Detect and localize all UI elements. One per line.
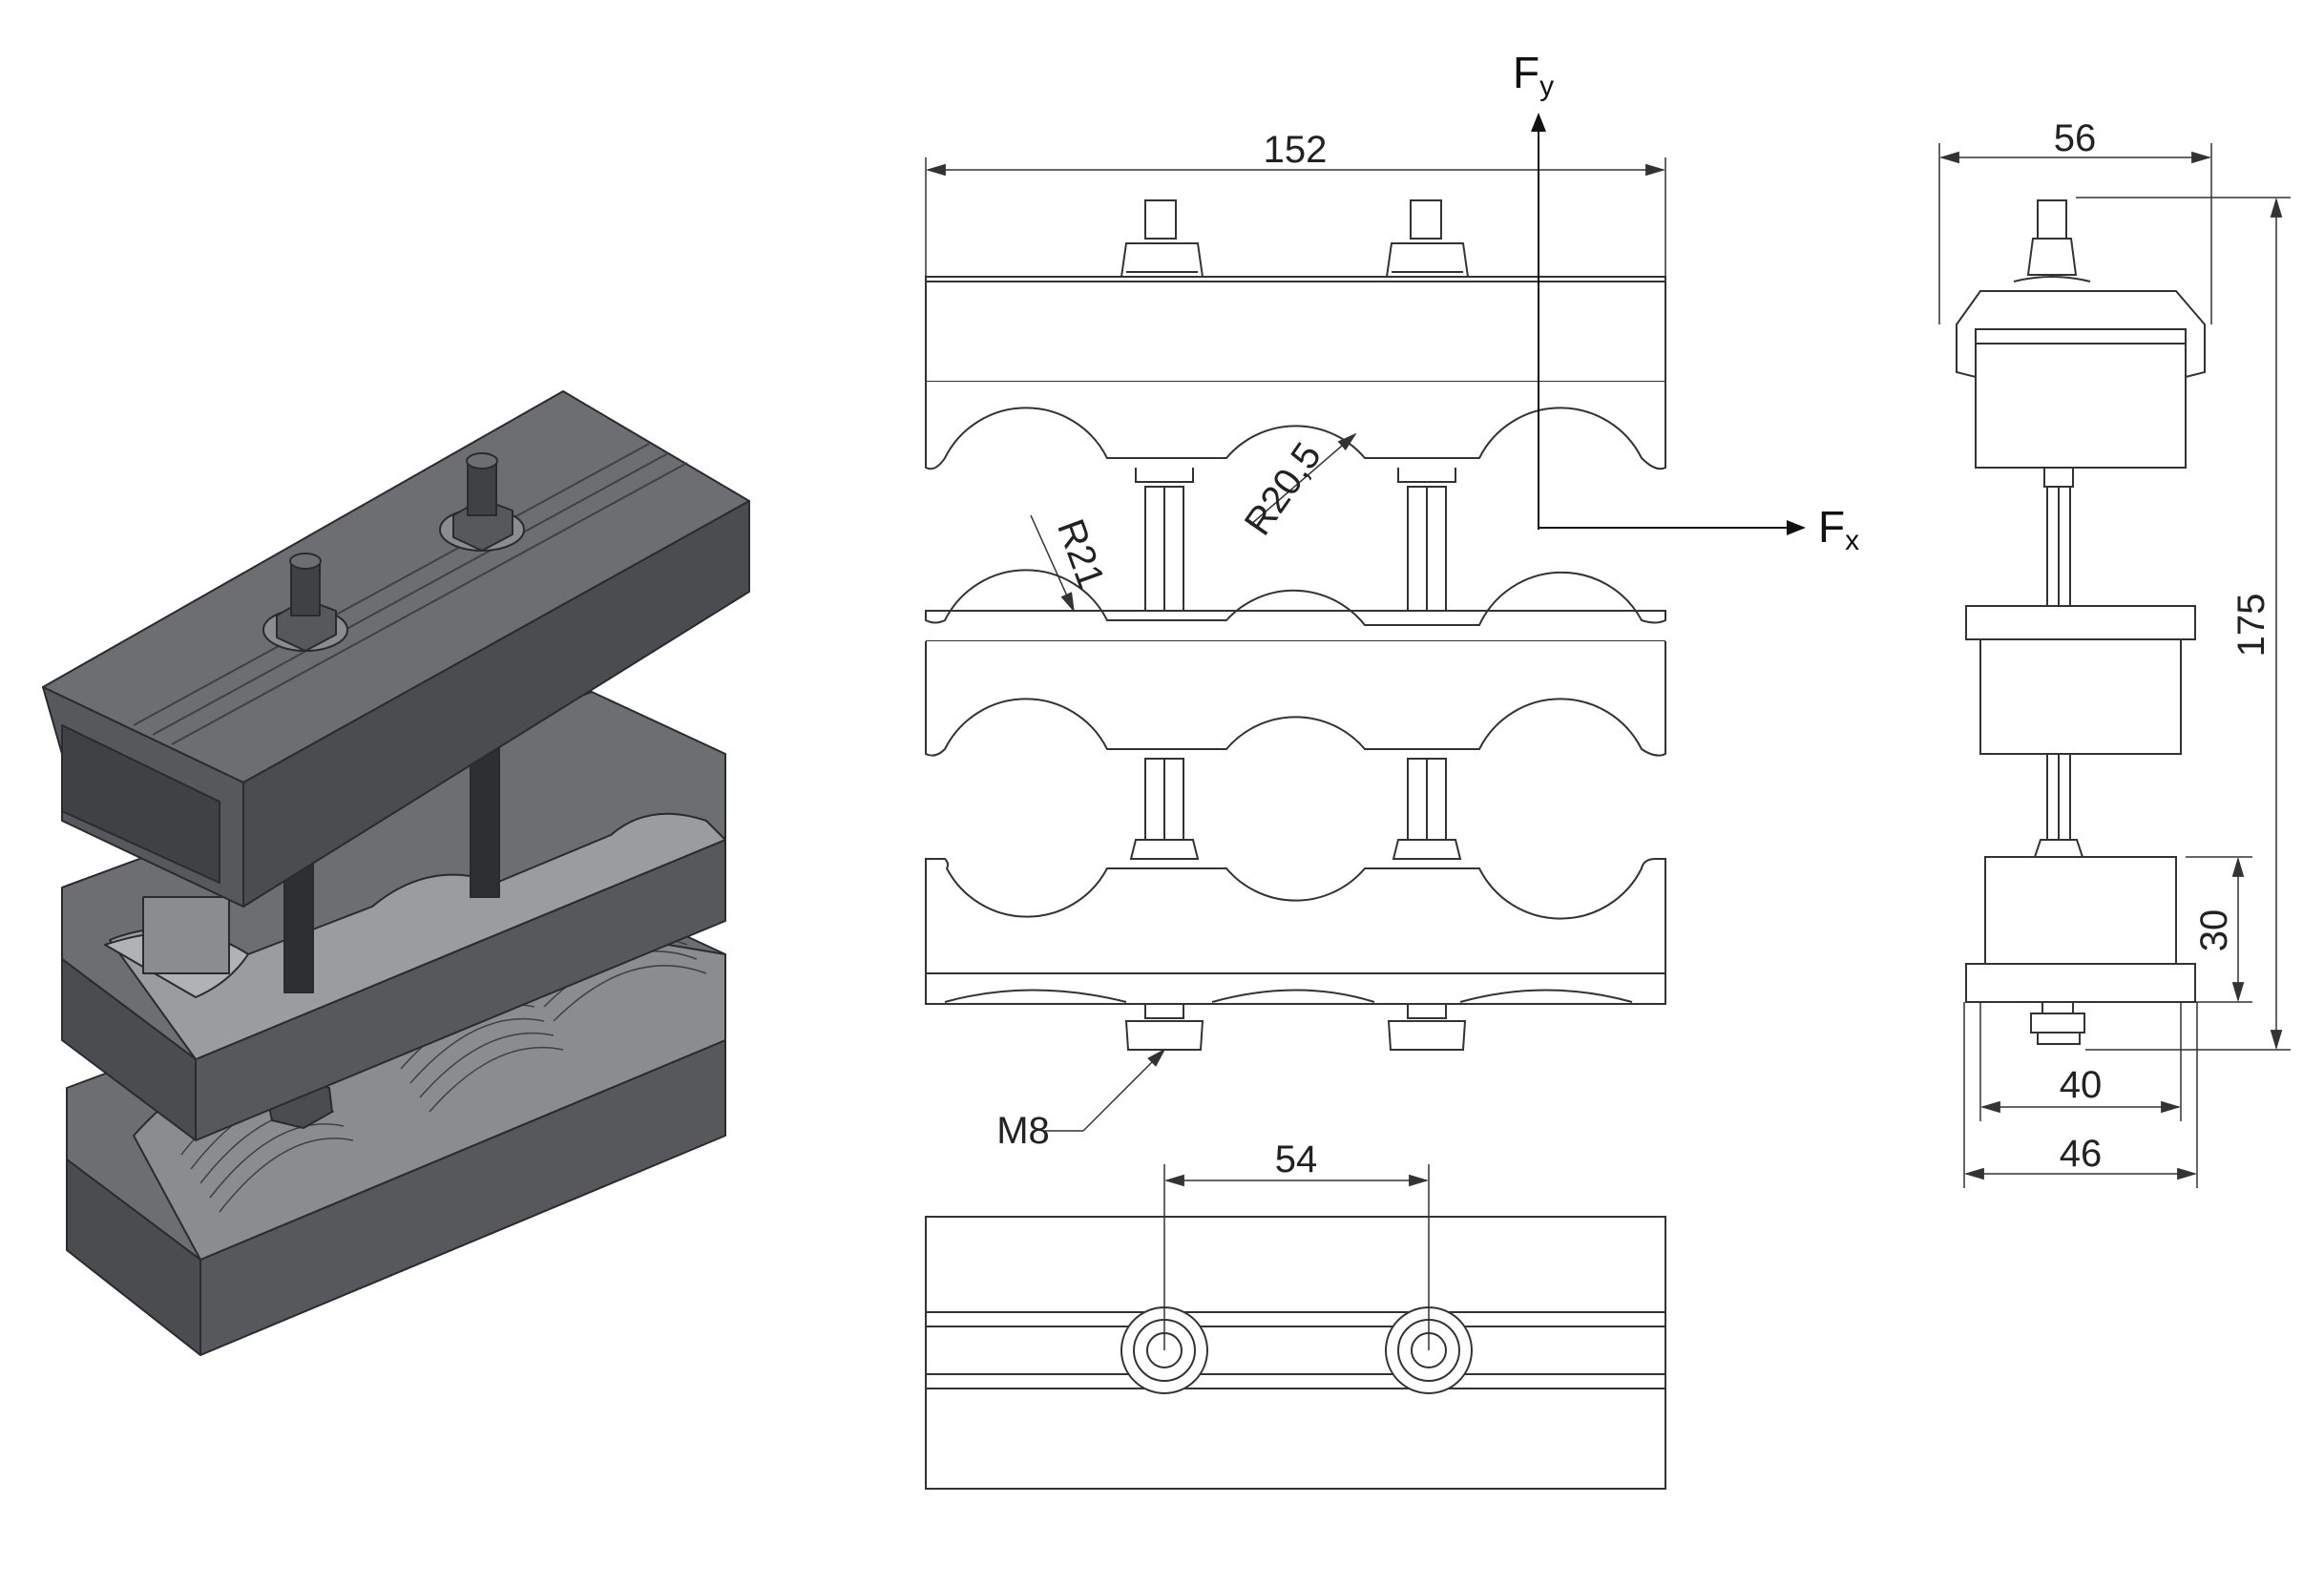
front-rods: [1135, 468, 1456, 612]
svg-text:Fx: Fx: [1818, 502, 1859, 556]
base-height-label: 30: [2193, 909, 2235, 952]
isometric-view: [42, 390, 750, 1356]
side-view: [1956, 199, 2206, 1045]
depth-label: 56: [2054, 117, 2097, 159]
front-middle-block: [925, 569, 1666, 757]
front-bottom-block: [925, 858, 1666, 1051]
fx-subscript: x: [1845, 525, 1859, 556]
base-outer-width-label: 46: [2060, 1133, 2103, 1175]
fx-label: F: [1818, 502, 1845, 552]
iso-middle-block: [61, 691, 726, 1141]
front-top-cover: [925, 199, 1666, 470]
bolt-size-label: M8: [996, 1110, 1050, 1152]
front-view: [925, 199, 1666, 1051]
side-dimensions: [1938, 143, 2291, 1188]
top-dimensions: [1163, 1164, 1430, 1350]
front-dimensions: [925, 157, 1666, 1132]
base-inner-width-label: 40: [2060, 1064, 2103, 1106]
fy-subscript: y: [1539, 71, 1554, 102]
top-view: [925, 1216, 1666, 1490]
side-dimension-labels: 56 175 30 40 46: [2054, 117, 2272, 1175]
front-rods-lower: [1129, 758, 1462, 860]
svg-text:Fy: Fy: [1513, 48, 1554, 102]
fy-label: F: [1513, 48, 1539, 97]
bolt-spacing-label: 54: [1275, 1138, 1318, 1180]
force-arrows: [1531, 113, 1806, 535]
iso-top-cover: [42, 390, 750, 908]
overall-length-label: 152: [1264, 129, 1328, 171]
overall-height-label: 175: [2230, 594, 2272, 658]
radius-middle-label: R20,5: [1237, 435, 1329, 543]
force-labels: Fy Fx: [1513, 48, 1859, 556]
